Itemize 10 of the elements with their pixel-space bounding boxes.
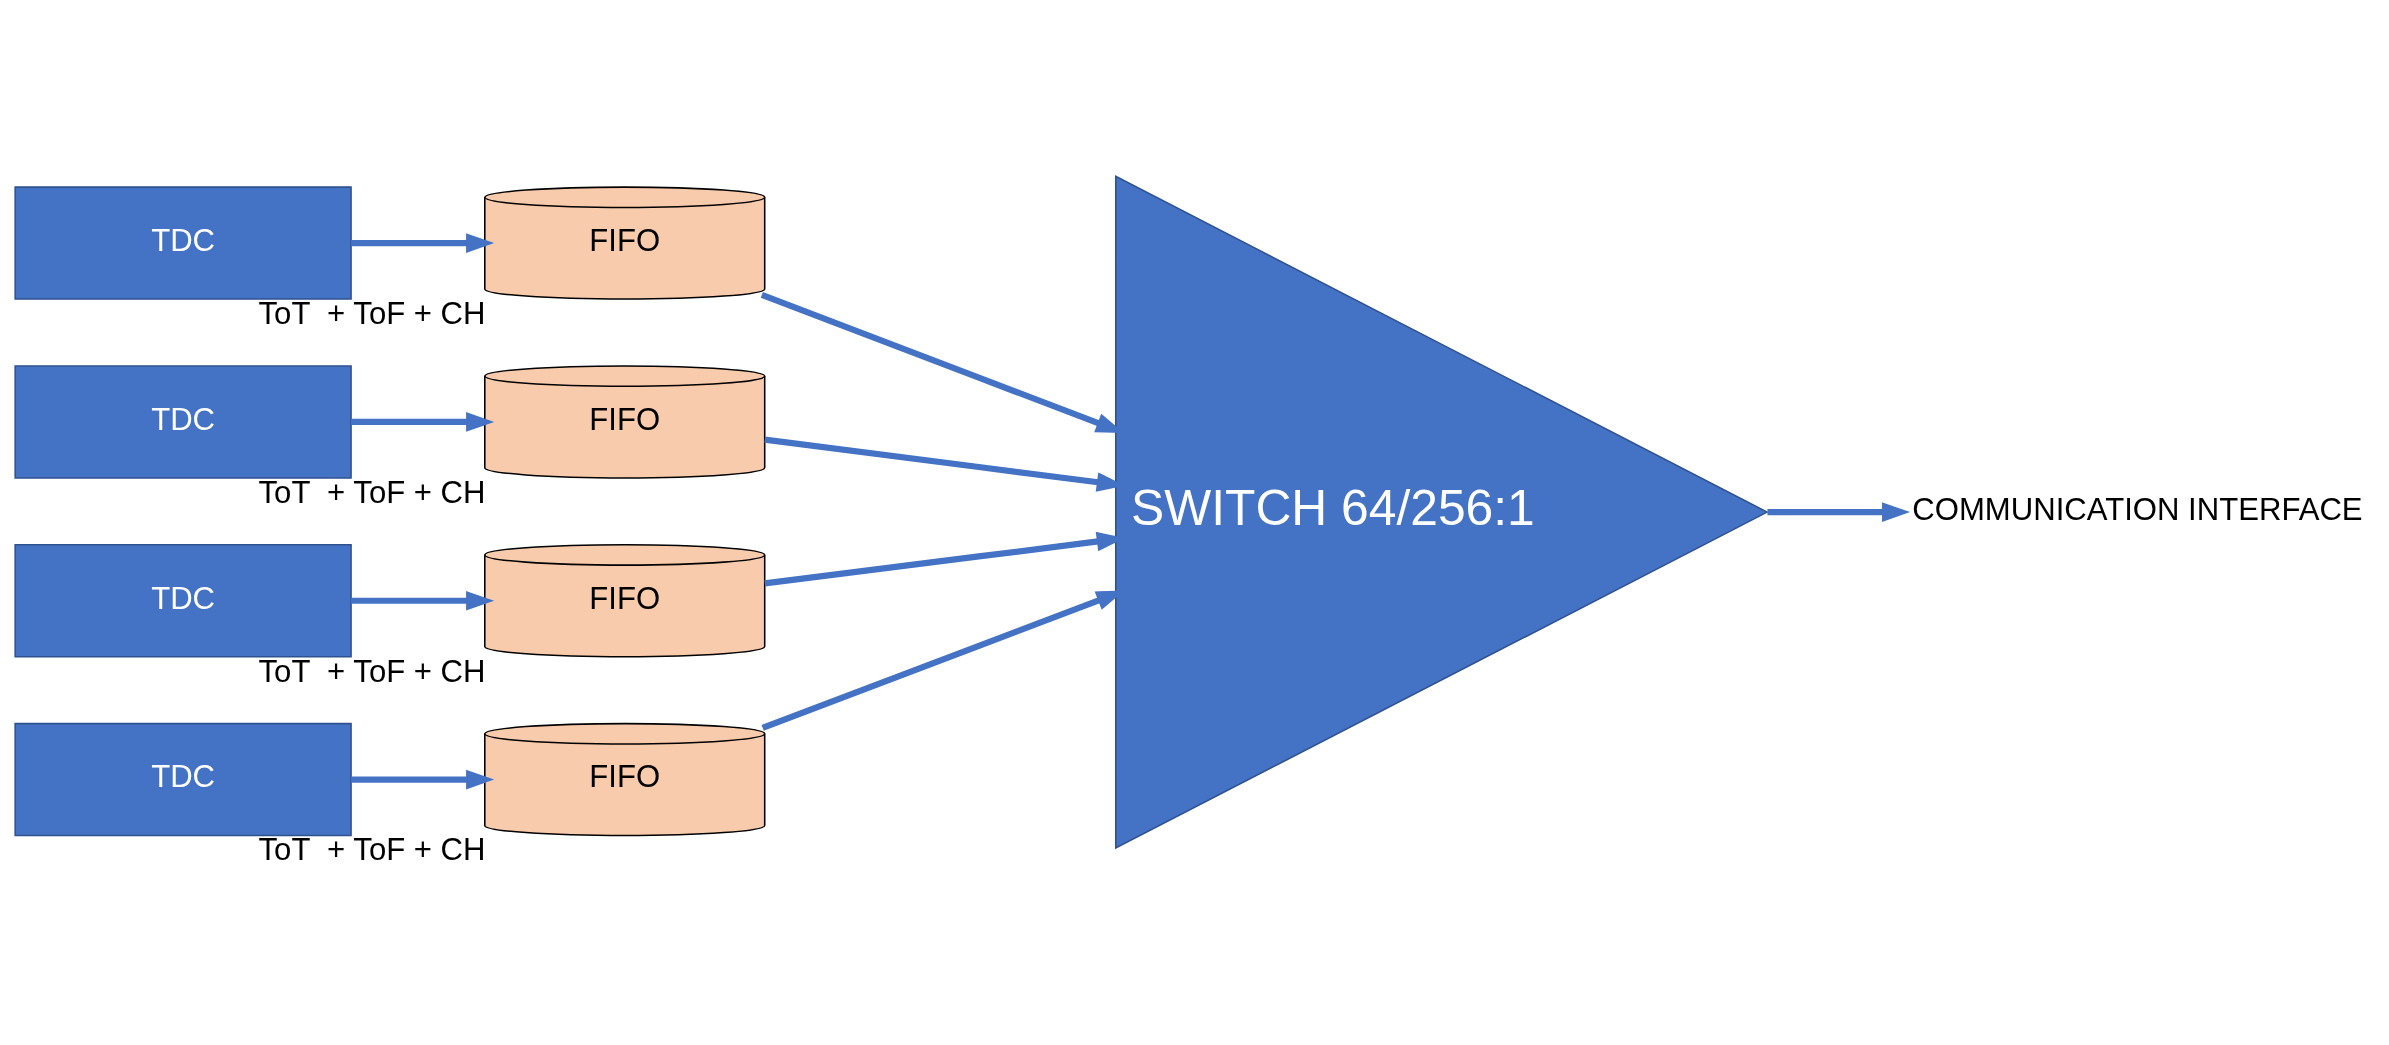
- node-text: COMMUNICATION INTERFACE: [1912, 491, 2363, 527]
- arrow: [1767, 501, 1911, 522]
- arrow: [351, 411, 495, 432]
- node-box: TDC: [14, 722, 352, 836]
- node-box: TDC: [14, 543, 352, 657]
- arrow: [351, 769, 495, 789]
- node-box: TDC: [14, 364, 352, 479]
- node-box: TDC: [14, 185, 352, 300]
- arrow: [351, 590, 495, 611]
- arrow: [351, 232, 495, 253]
